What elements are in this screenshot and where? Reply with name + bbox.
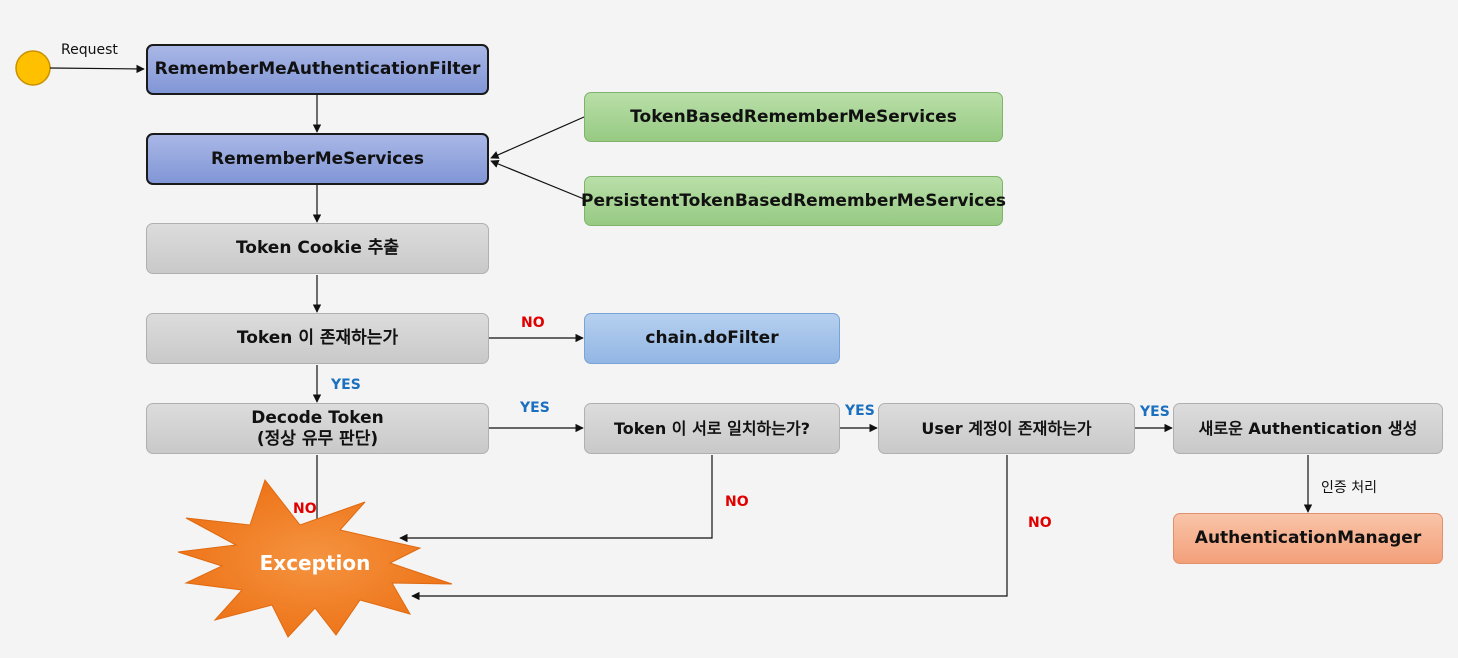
yes-label-create: YES [1140,404,1170,420]
create-authentication-node: 새로운 Authentication 생성 [1173,403,1443,454]
decode-token-node: Decode Token (정상 유무 판단) [146,403,489,454]
user-exists-node: User 계정이 존재하는가 [878,403,1135,454]
start-circle [15,50,51,86]
no-label-user: NO [1028,515,1052,531]
token-cookie-extract-node: Token Cookie 추출 [146,223,489,274]
remember-me-services-node: RememberMeServices [146,133,489,185]
remember-me-filter-node: RememberMeAuthenticationFilter [146,44,489,95]
yes-label-match: YES [520,400,550,416]
decode-token-subtitle: (정상 유무 판단) [256,428,379,449]
exception-burst [177,478,453,638]
token-exists-node: Token 이 존재하는가 [146,313,489,364]
token-based-services-node: TokenBasedRememberMeServices [584,92,1003,142]
edge-persistent-services [490,159,585,200]
chain-dofilter-node: chain.doFilter [584,313,840,364]
edge-user-exception [411,455,1008,601]
exception-label: Exception [259,551,371,575]
no-label-chain: NO [521,315,545,331]
authentication-manager-node: AuthenticationManager [1173,513,1443,564]
no-label-decode: NO [293,501,317,517]
decode-token-title: Decode Token [251,408,384,429]
edge-request [49,64,145,74]
no-label-match: NO [725,494,749,510]
yes-label-decode: YES [331,377,361,393]
edge-match-exception [399,455,713,543]
token-match-node: Token 이 서로 일치하는가? [584,403,840,454]
edge-tokenbased-services [490,116,585,159]
auth-process-label: 인증 처리 [1321,480,1377,496]
yes-label-user: YES [845,403,875,419]
request-label: Request [61,42,118,58]
persistent-token-services-node: PersistentTokenBasedRememberMeServices [581,176,1006,226]
